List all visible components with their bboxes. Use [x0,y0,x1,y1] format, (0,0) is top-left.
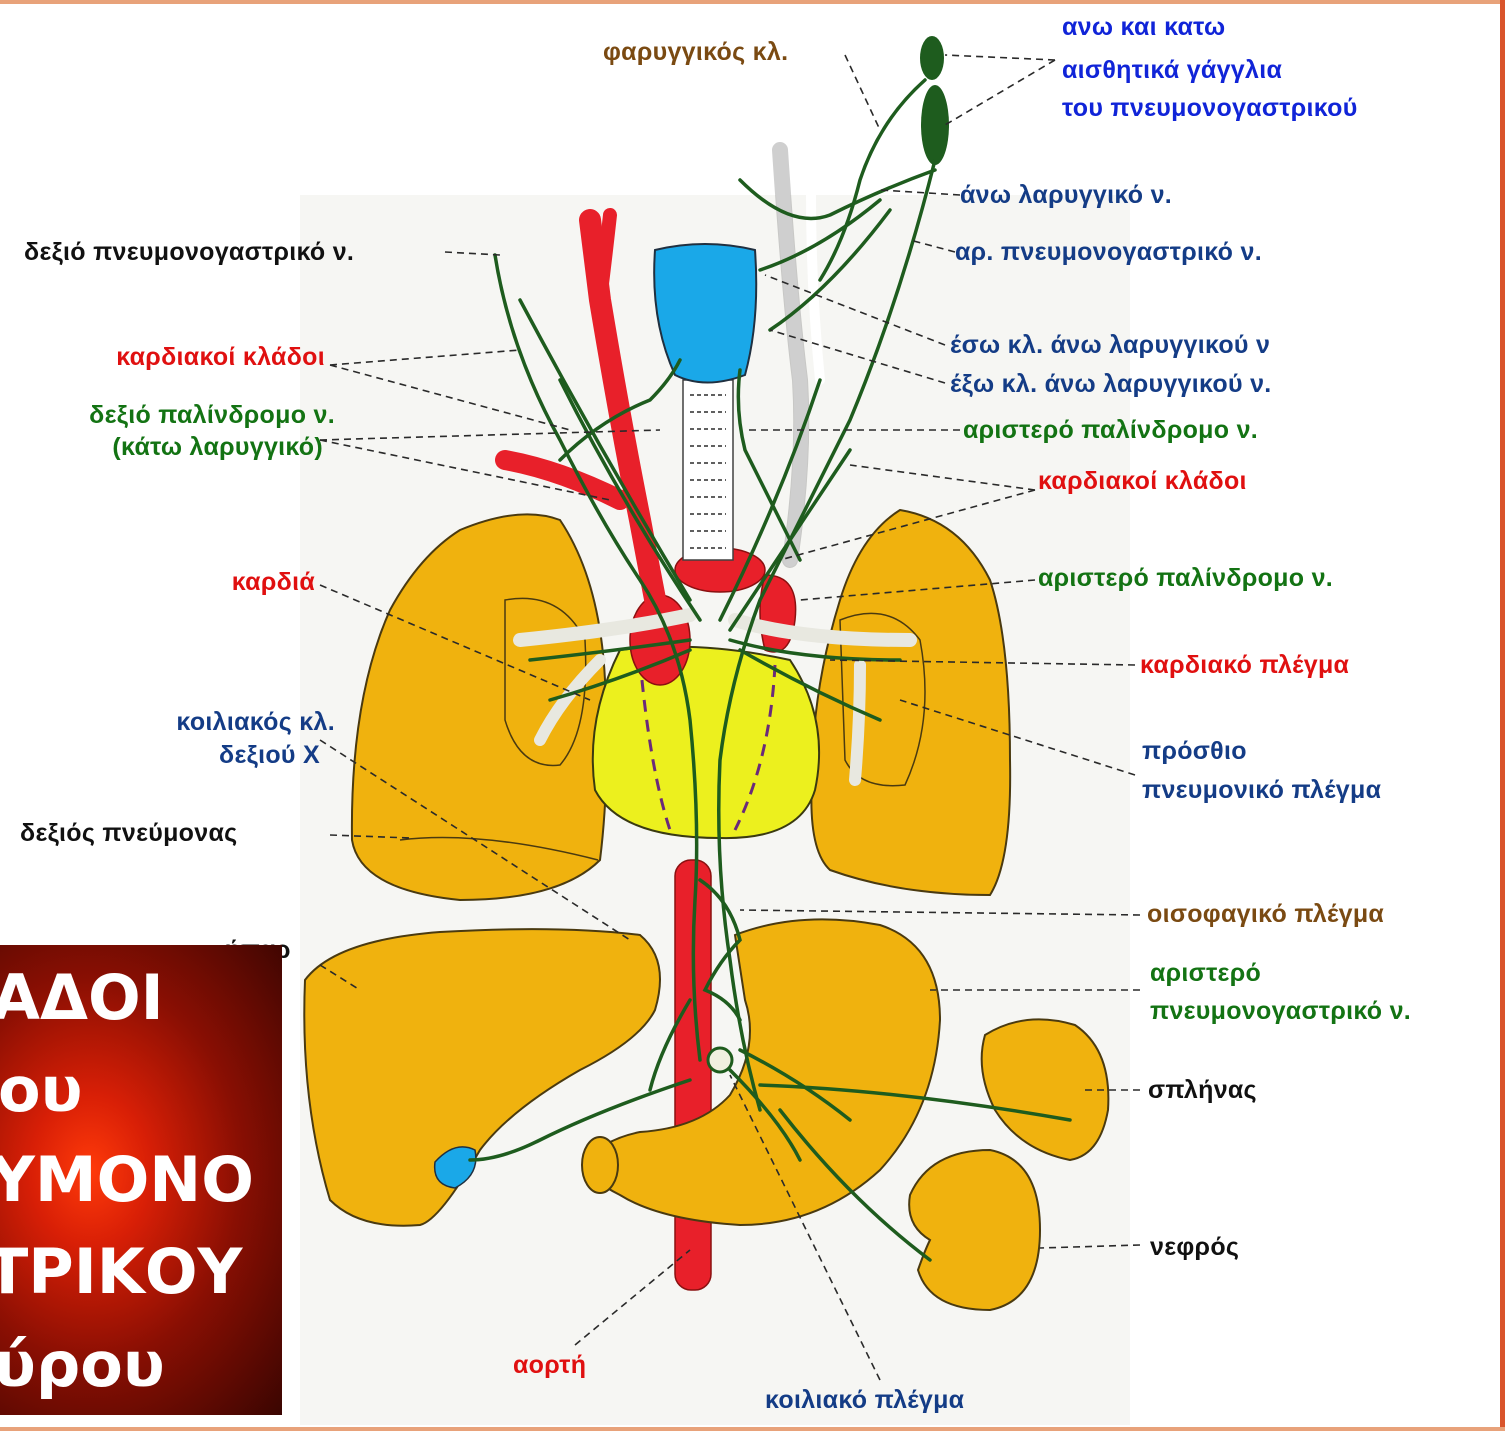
title-line-1: ΑΔΟΙ [0,963,164,1033]
label-cardiac-plexus: καρδιακό πλέγμα [1140,650,1349,680]
label-ganglia-line-1: ανω και κατω [1062,12,1225,42]
label-left-vagus-top: αρ. πνευμονογαστρικό ν. [955,237,1262,267]
label-left-vagus-bottom-1: αριστερό [1150,958,1261,988]
label-anterior-pulmonary-2: πνευμονικό πλέγμα [1142,775,1381,805]
pylorus [582,1137,618,1193]
leader-ganglia-2 [945,60,1055,125]
label-celiac-branch-2: δεξιού Χ [219,740,320,770]
label-right-vagus: δεξιό πνευμονογαστρικό ν. [24,237,354,267]
label-aorta: αορτή [513,1350,586,1380]
label-left-vagus-bottom-2: πνευμονογαστρικό ν. [1150,996,1411,1026]
label-left-recurrent-mid: αριστερό παλίνδρομο ν. [1038,563,1333,593]
label-cardiac-branches-left: καρδιακοί κλάδοι [1038,466,1247,496]
kidney [909,1150,1040,1310]
title-line-4: ΤΡΙΚΟΥ [0,1237,242,1307]
label-superior-laryngeal: άνω λαρυγγικό ν. [960,180,1172,210]
label-celiac-plexus: κοιλιακό πλέγμα [765,1385,964,1415]
label-kidney: νεφρός [1150,1232,1239,1262]
title-line-2: ου [0,1055,82,1125]
celiac-ganglion [708,1048,732,1072]
label-esophageal-plexus: οισοφαγικό πλέγμα [1147,899,1384,929]
label-ganglia-line-2: αισθητικά γάγγλια [1062,55,1282,85]
larynx [654,244,756,383]
leader-pharyngeal [845,55,880,130]
title-overlay-box: ΑΔΟΙ ου ΥΜΟΝΟ ΤΡΙΚΟΥ ύρου [0,945,282,1415]
label-pharyngeal-branch: φαρυγγικός κλ. [603,37,788,67]
trachea [683,380,733,560]
title-line-5: ύρου [0,1330,165,1400]
title-line-3: ΥΜΟΝΟ [0,1145,254,1215]
label-celiac-branch-1: κοιλιακός κλ. [176,707,335,737]
label-right-recurrent-1: δεξιό παλίνδρομο ν. [89,400,335,430]
label-anterior-pulmonary-1: πρόσθιο [1142,736,1247,766]
label-right-recurrent-2: (κάτω λαρυγγικό) [112,432,323,462]
superior-ganglion [920,36,944,80]
label-cardiac-branches-right: καρδιακοί κλάδοι [116,342,325,372]
inferior-ganglion [921,85,949,165]
label-internal-branch: έσω κλ. άνω λαρυγγικού ν [950,330,1270,360]
label-ganglia-line-3: του πνευμονογαστρικού [1062,93,1358,123]
leader-ganglia-1 [945,55,1055,60]
left-bronchus-lower [855,665,860,780]
leader-superior-laryngeal [880,190,960,195]
label-right-lung: δεξιός πνεύμονας [20,818,237,848]
label-heart: καρδιά [232,567,315,597]
label-spleen: σπλήνας [1148,1075,1257,1105]
label-left-recurrent-top: αριστερό παλίνδρομο ν. [963,415,1258,445]
label-external-branch: έξω κλ. άνω λαρυγγικού ν. [950,369,1272,399]
